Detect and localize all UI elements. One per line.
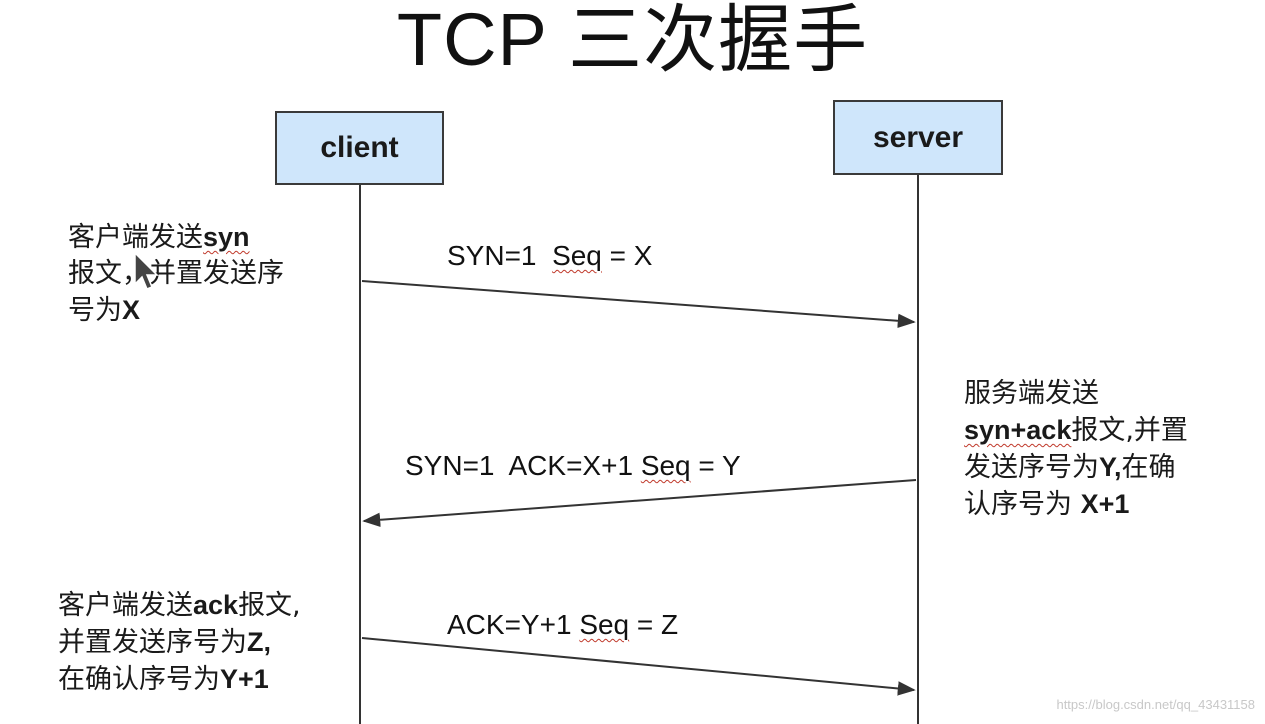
message-ack: ACK=Y+1 Seq = Z — [447, 609, 678, 641]
message-syn-ack-pre: SYN=1 ACK=X+1 — [405, 450, 641, 481]
note-server-synack-x1: X+1 — [1080, 489, 1130, 519]
note-client-ack-text-3: 并置发送序号为 — [58, 627, 247, 658]
note-server-synack-text-2: 报文,并置 — [1071, 415, 1188, 446]
arrow-syn-ack — [362, 479, 917, 527]
server-box: server — [833, 100, 1003, 175]
note-server-synack-text-4: 在确 — [1121, 452, 1176, 483]
note-client-ack-z: Z, — [247, 627, 271, 657]
message-ack-seq: Seq — [579, 609, 630, 640]
note-server-synack-text-1: 服务端发送 — [964, 378, 1099, 409]
note-client-syn-x: X — [122, 295, 141, 325]
note-server-synack-text-5: 认序号为 — [964, 489, 1081, 520]
note-client-ack-y1: Y+1 — [220, 664, 269, 694]
message-syn-pre: SYN=1 — [447, 240, 553, 271]
note-client-syn-text-3: 号为 — [68, 295, 122, 326]
message-syn-ack-seq: Seq — [640, 450, 691, 481]
note-client-ack: 客户端发送ack报文, 并置发送序号为Z, 在确认序号为Y+1 — [58, 587, 358, 698]
client-label: client — [320, 131, 399, 164]
message-syn-ack-post: = Y — [690, 450, 741, 481]
note-client-ack-text-4: 在确认序号为 — [58, 664, 220, 695]
message-syn-post: = X — [601, 240, 653, 271]
note-client-ack-text-2: 报文, — [238, 590, 301, 621]
mouse-cursor-icon — [134, 251, 159, 290]
watermark: https://blog.csdn.net/qq_43431158 — [1056, 697, 1255, 712]
message-syn-ack: SYN=1 ACK=X+1 Seq = Y — [405, 450, 741, 482]
note-server-synack: 服务端发送 syn+ack报文,并置 发送序号为Y,在确 认序号为 X+1 — [964, 376, 1254, 523]
note-client-syn: 客户端发送syn 报文，并置发送序 号为X — [68, 219, 318, 329]
note-client-syn-text-1: 客户端发送 — [68, 222, 203, 253]
note-client-ack-ack: ack — [193, 590, 239, 620]
message-ack-post: = Z — [629, 609, 679, 640]
message-syn-seq: Seq — [552, 240, 602, 271]
note-server-synack-synack: syn+ack — [964, 415, 1072, 445]
diagram-title: TCP 三次握手 — [396, 0, 869, 81]
server-label: server — [872, 120, 964, 154]
arrow-ack — [361, 637, 916, 696]
note-client-ack-text-1: 客户端发送 — [58, 590, 193, 621]
note-server-synack-y: Y, — [1099, 452, 1122, 482]
note-client-syn-syn: syn — [203, 222, 250, 252]
client-box: client — [275, 111, 444, 185]
message-syn: SYN=1 Seq = X — [447, 240, 652, 272]
arrow-syn — [361, 280, 916, 328]
message-ack-pre: ACK=Y+1 — [447, 609, 580, 640]
note-server-synack-text-3: 发送序号为 — [964, 452, 1099, 483]
note-client-syn-text-2: 报文，并置发送序 — [68, 258, 284, 289]
